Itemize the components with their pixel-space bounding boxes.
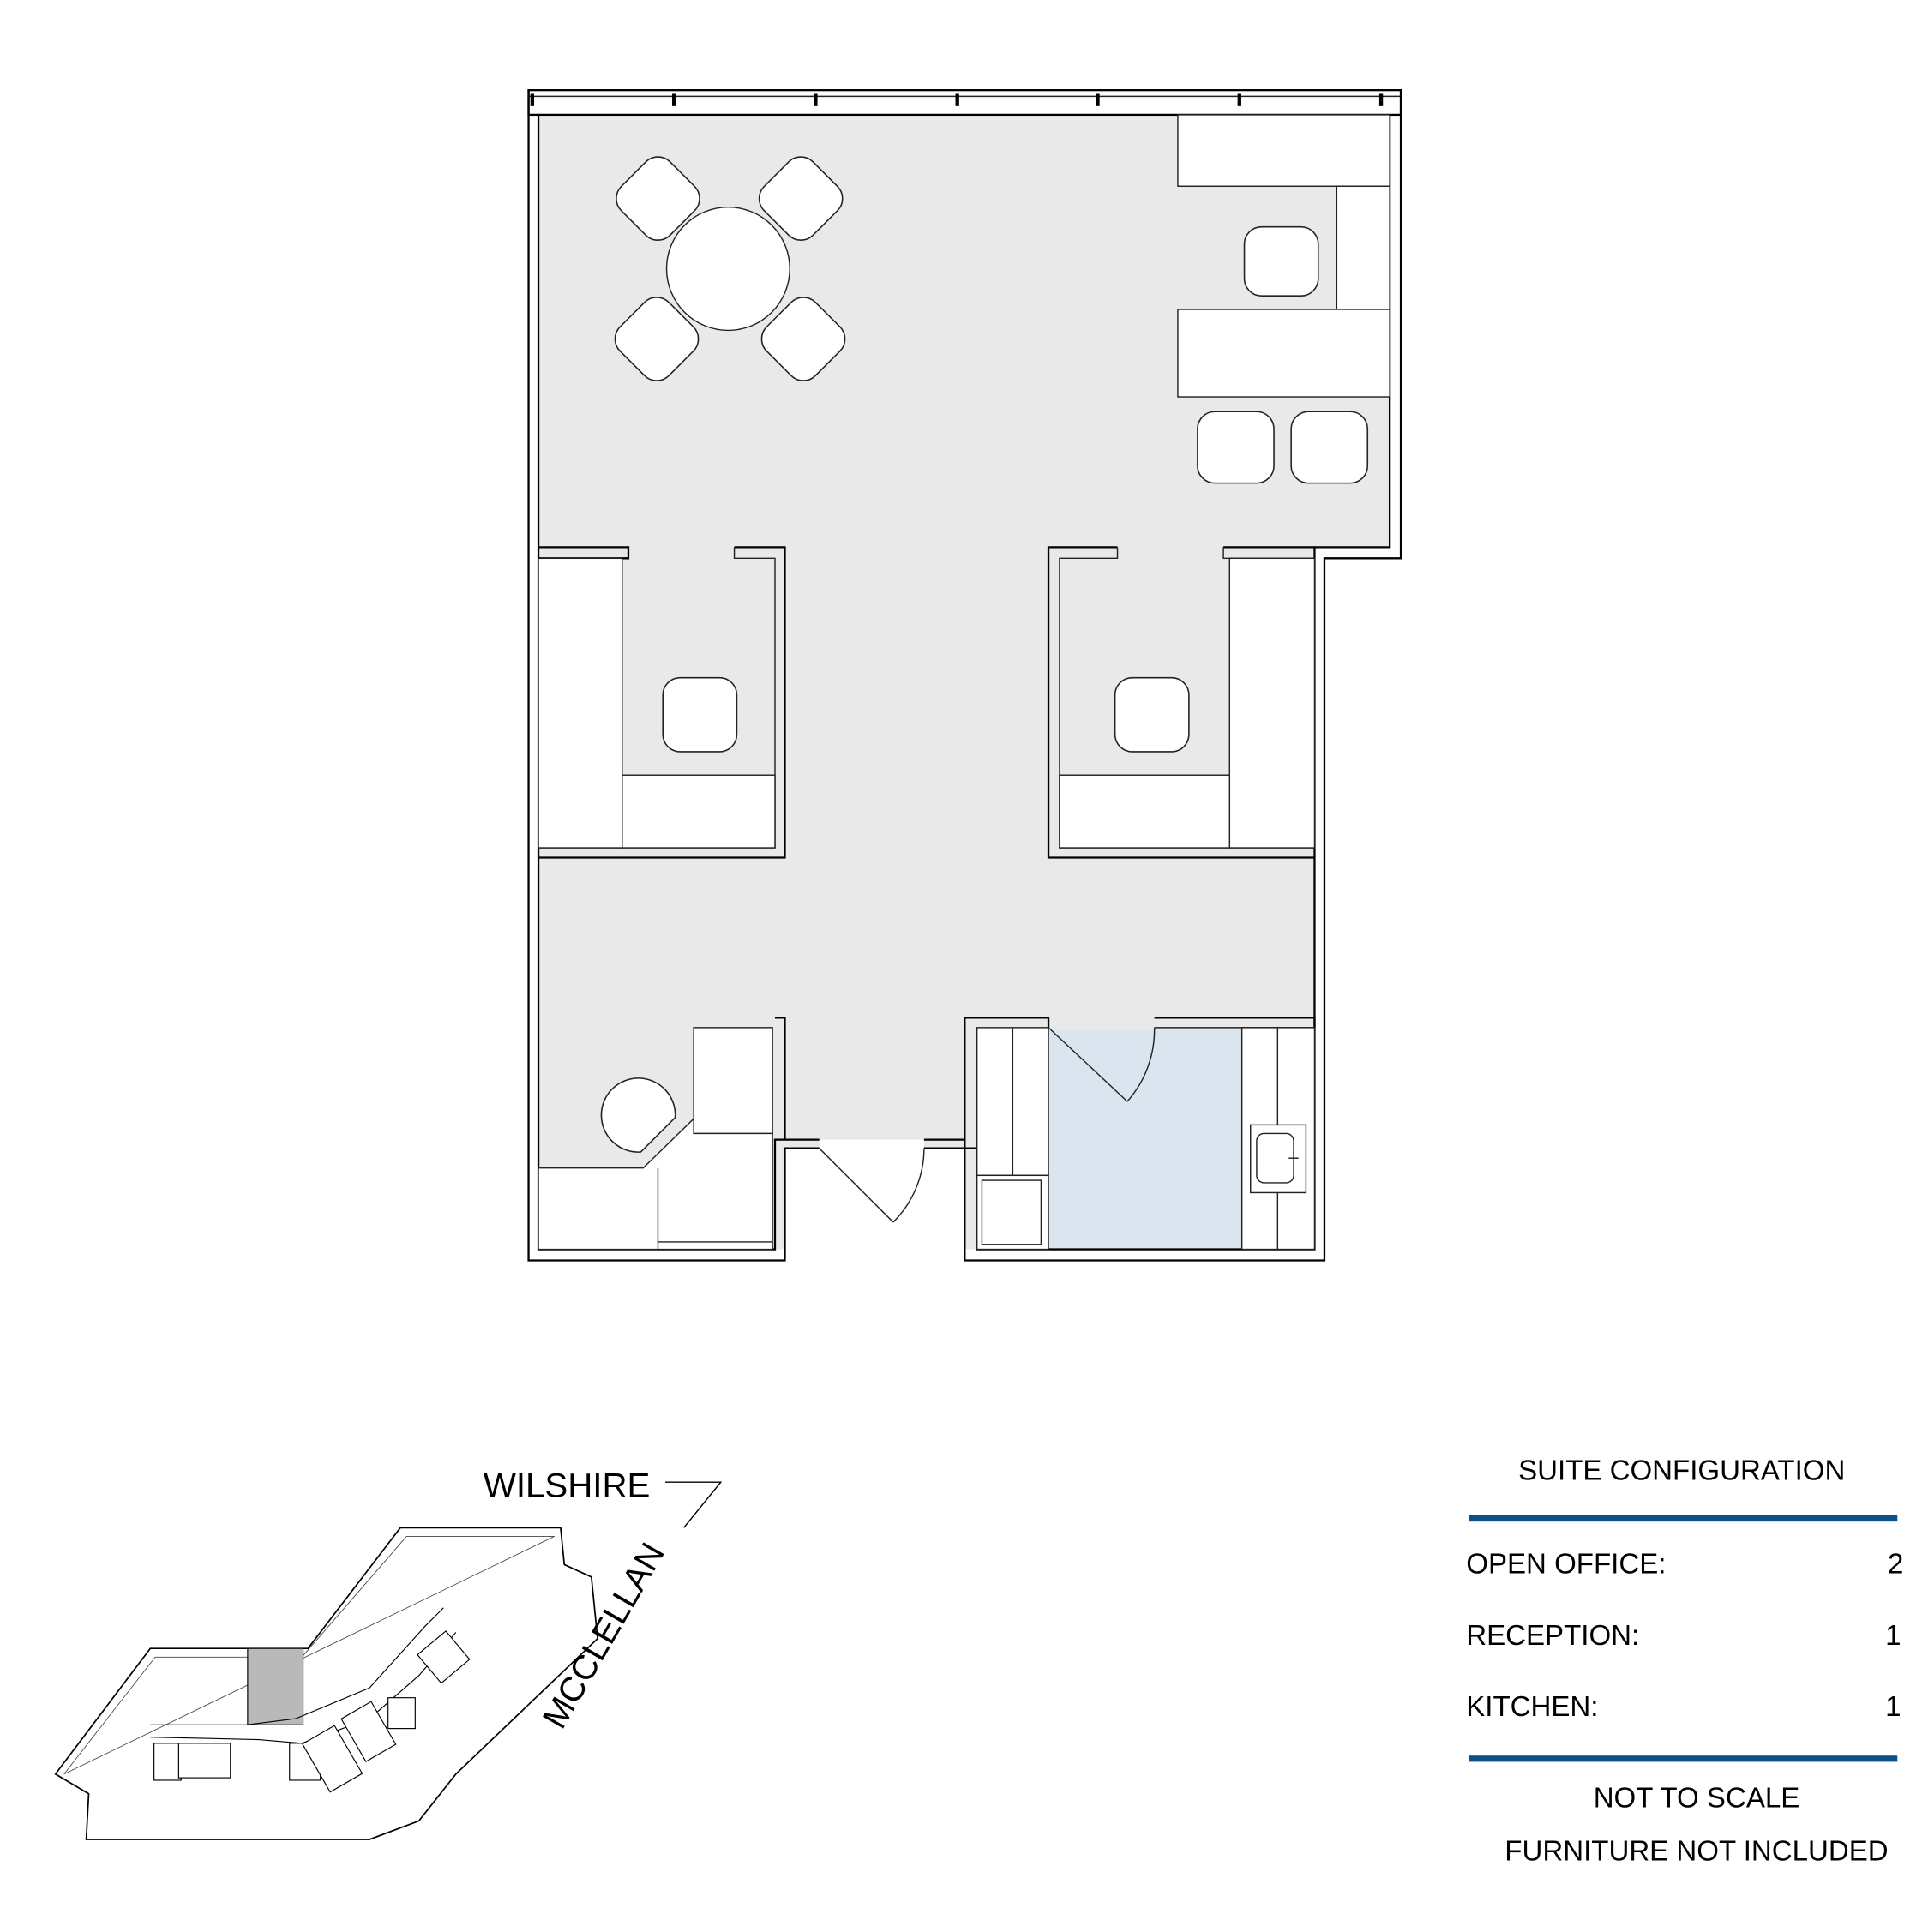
chair-icon: [616, 156, 700, 242]
legend-row-value: 2: [1888, 1549, 1903, 1581]
entry-door: [819, 1148, 925, 1223]
kitchen-door: [1048, 1027, 1128, 1102]
chair-icon: [758, 156, 844, 242]
kitchen: [964, 1017, 1316, 1251]
reception: [538, 1017, 786, 1251]
kitchen-area: [1048, 1029, 1242, 1250]
suite-floor: [538, 114, 1390, 1250]
legend-rule-top: [1469, 1515, 1898, 1522]
window-band: [527, 89, 1402, 117]
chair-icon: [760, 297, 846, 381]
legend-row-value: 1: [1885, 1620, 1901, 1652]
chair-icon: [1243, 225, 1319, 297]
suite-location-highlight: [247, 1647, 304, 1725]
legend-row-value: 1: [1885, 1691, 1901, 1723]
key-plan: WILSHIRE MCCLELLAN: [54, 1466, 723, 1840]
conference-table: [614, 156, 846, 381]
open-office-right: [1047, 546, 1316, 859]
chair-icon: [662, 676, 738, 753]
legend-row-label: RECEPTION:: [1466, 1620, 1639, 1652]
furniture-note: FURNITURE NOT INCLUDED: [1505, 1835, 1888, 1867]
open-office-left: [538, 546, 786, 859]
office-top-right: [1177, 114, 1390, 484]
street-label-wilshire: WILSHIRE: [484, 1466, 651, 1504]
chair-icon: [1197, 411, 1275, 484]
legend-rule-bottom: [1469, 1755, 1898, 1762]
chair-icon: [1290, 411, 1369, 484]
chair-icon: [614, 297, 700, 381]
legend-row-label: OPEN OFFICE:: [1466, 1549, 1666, 1581]
not-to-scale-note: NOT TO SCALE: [1594, 1783, 1800, 1815]
chair-icon: [1114, 676, 1190, 753]
legend-row-label: KITCHEN:: [1466, 1691, 1598, 1723]
legend-title: SUITE CONFIGURATION: [1518, 1455, 1845, 1486]
chair-icon: [600, 1077, 676, 1153]
suite-configuration-legend: SUITE CONFIGURATION OPEN OFFICE: 2 RECEP…: [1466, 1455, 1903, 1867]
